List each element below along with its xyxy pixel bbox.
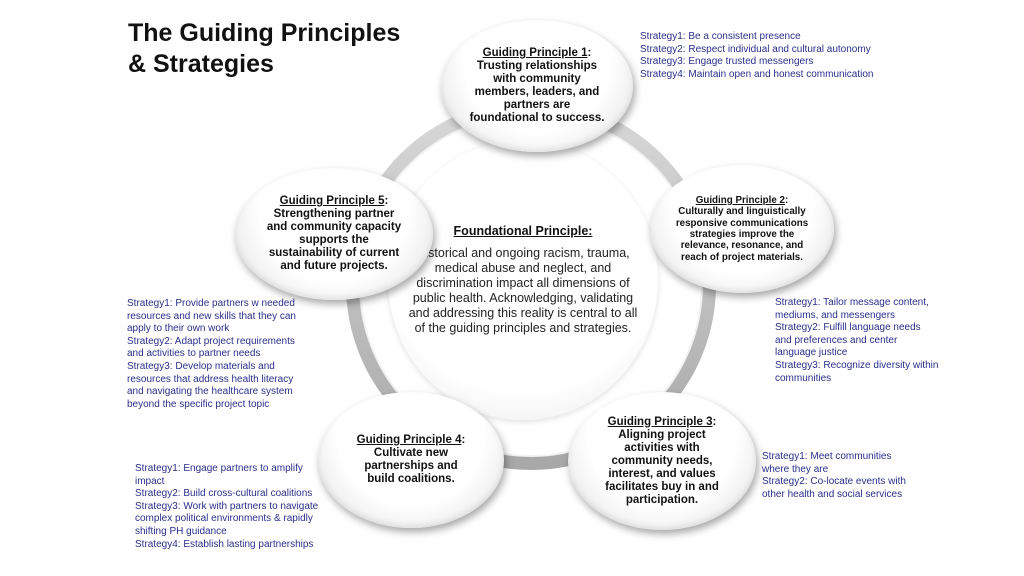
strategy-item: Strategy1: Meet communities	[762, 451, 892, 462]
strategy-item: Strategy1: Engage partners to amplify	[135, 463, 303, 474]
strategy-item: Strategy3: Engage trusted messengers	[640, 56, 814, 68]
strategy-item: apply to their own work	[127, 323, 230, 335]
strategy-item: Strategy1: Provide partners w needed	[127, 298, 295, 309]
guiding-principle-4-text: Cultivate new partnerships and build coa…	[364, 447, 458, 485]
strategy-item: communities	[775, 372, 832, 384]
strategy-item: Strategy1: Tailor message content,	[775, 297, 929, 308]
strategy-item: resources and new skills that they can	[127, 310, 296, 322]
guiding-principle-1-circle: Guiding Principle 1: Trusting relationsh…	[441, 20, 633, 152]
strategy-item: language justice	[775, 347, 848, 359]
strategy-item: complex political environments & rapidly	[135, 513, 313, 525]
strategy-item: and preferences and center	[775, 334, 898, 346]
strategy-item: resources that address health literacy	[127, 373, 294, 385]
strategy-item: Strategy4: Establish lasting partnership…	[135, 538, 314, 550]
guiding-principle-3-circle: Guiding Principle 3: Aligning project ac…	[568, 392, 756, 530]
foundational-principle-title: Foundational Principle:	[453, 224, 593, 238]
strategy-item: other health and social services	[762, 488, 903, 500]
guiding-principle-5-circle: Guiding Principle 5: Strengthening partn…	[235, 168, 433, 300]
guiding-principle-1-text: Trusting relationships with community me…	[469, 60, 605, 124]
strategy-item: Strategy2: Build cross-cultural coalitio…	[135, 488, 313, 500]
strategy-item: Strategy4: Maintain open and honest comm…	[640, 68, 874, 80]
foundational-principle-body: Historical and ongoing racism, trauma, m…	[408, 246, 638, 335]
strategy-item: Strategy1: Be a consistent presence	[640, 31, 801, 42]
guiding-principle-2-title: Guiding Principle 2	[695, 194, 785, 206]
guiding-principle-4-title: Guiding Principle 4	[356, 434, 462, 446]
strategy-item: where they are	[762, 463, 829, 475]
guiding-principle-3-text: Aligning project activities with communi…	[605, 428, 719, 506]
page-title: The Guiding Principles & Strategies	[128, 19, 401, 78]
strategy-item: Strategy2: Fulfill language needs	[775, 322, 921, 334]
strategy-item: and navigating the healthcare system	[127, 386, 293, 398]
guiding-principle-1-title: Guiding Principle 1	[482, 47, 588, 59]
gp1-strategies: Strategy1: Be a consistent presence Stra…	[640, 31, 873, 81]
strategy-item: mediums, and messengers	[775, 309, 896, 321]
foundational-principle-circle: Foundational Principle: Historical and o…	[388, 140, 658, 420]
gp4-strategies: Strategy1: Engage partners to amplify im…	[135, 463, 318, 551]
strategy-item: Strategy2: Adapt project requirements	[127, 335, 295, 347]
guiding-principle-5-text: Strengthening partner and community capa…	[266, 208, 402, 272]
strategy-item: beyond the specific project topic	[127, 398, 270, 410]
guiding-principle-4-circle: Guiding Principle 4: Cultivate new partn…	[318, 392, 504, 528]
strategy-item: shifting PH guidance	[135, 525, 227, 537]
strategy-item: Strategy3: Work with partners to navigat…	[135, 500, 319, 512]
guiding-principle-3-title: Guiding Principle 3	[607, 415, 713, 428]
gp3-strategies: Strategy1: Meet communities where they a…	[762, 451, 906, 501]
guiding-principle-2-circle: Guiding Principle 2: Culturally and ling…	[650, 165, 834, 293]
gp5-strategies: Strategy1: Provide partners w needed res…	[127, 298, 296, 411]
strategy-item: Strategy2: Co-locate events with	[762, 476, 906, 488]
strategy-item: Strategy3: Recognize diversity within	[775, 359, 939, 371]
guiding-principle-5-title: Guiding Principle 5	[279, 195, 385, 207]
strategy-item: and activities to partner needs	[127, 348, 261, 360]
strategy-item: Strategy3: Develop materials and	[127, 360, 275, 372]
guiding-principle-2-text: Culturally and linguistically responsive…	[675, 206, 809, 263]
strategy-item: Strategy2: Respect individual and cultur…	[640, 43, 871, 55]
gp2-strategies: Strategy1: Tailor message content, mediu…	[775, 297, 938, 385]
strategy-item: impact	[135, 475, 165, 487]
